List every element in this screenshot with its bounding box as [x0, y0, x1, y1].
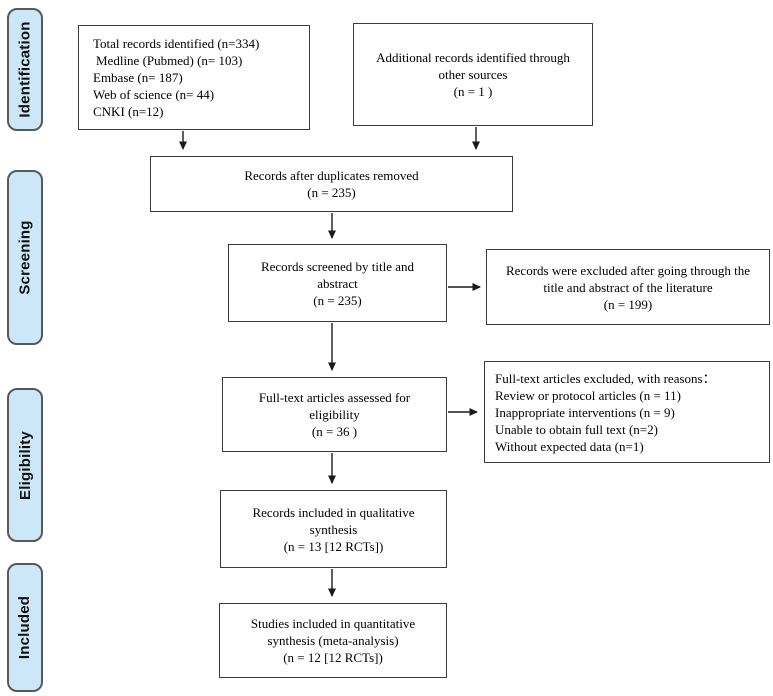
box-line: (n = 12 [12 RCTs]) — [283, 650, 383, 665]
stage-label-screening-text: Screening — [16, 220, 34, 295]
box-line: Inappropriate interventions (n = 9) — [495, 404, 675, 420]
box-line: Without expected data (n=1) — [495, 438, 644, 454]
box-line: Records screened by title and — [260, 258, 415, 274]
box-line: CNKI (n=12) — [93, 104, 164, 119]
box-line: other sources — [438, 67, 508, 82]
box-records-identified: Total records identified (n=334) Medline… — [78, 25, 310, 130]
box-line: Embase (n= 187) — [93, 70, 183, 85]
box-line: Full-text articles assessed for — [258, 390, 411, 405]
box-line: (n = 235) — [313, 292, 362, 308]
box-qualitative-synthesis: Records included in qualitative synthesi… — [220, 490, 447, 568]
box-records-screened: Records screened by title and abstract (… — [228, 244, 447, 322]
box-line: Medline (Pubmed) (n= 103) — [96, 53, 243, 68]
box-excluded-title-abstract: Records were excluded after going throug… — [486, 249, 770, 325]
stage-label-identification-text: Identification — [16, 21, 34, 118]
box-quantitative-synthesis: Studies included in quantitative synthes… — [219, 603, 447, 678]
box-line: abstract — [317, 275, 358, 291]
stage-label-eligibility: Eligibility — [7, 388, 43, 542]
box-additional-records: Additional records identified through ot… — [353, 23, 593, 126]
box-line: Records were excluded after going throug… — [505, 262, 751, 278]
box-line: synthesis — [309, 521, 358, 537]
box-line: eligibility — [309, 407, 360, 422]
box-line: (n = 13 [12 RCTs]) — [283, 538, 384, 554]
box-line: Records included in qualitative — [252, 504, 415, 520]
box-line: (n = 36 ) — [311, 424, 358, 439]
stage-label-included: Included — [7, 563, 43, 692]
box-line: synthesis (meta-analysis) — [267, 633, 399, 648]
box-line: Additional records identified through — [376, 50, 570, 65]
box-line: (n = 235) — [307, 185, 356, 200]
box-fulltext-assessed: Full-text articles assessed for eligibil… — [222, 377, 447, 452]
box-line: Full-text articles excluded, with reason… — [495, 370, 716, 386]
box-line: Unable to obtain full text (n=2) — [495, 421, 658, 437]
box-after-duplicates: Records after duplicates removed (n = 23… — [150, 156, 513, 212]
stage-label-identification: Identification — [7, 8, 43, 131]
box-line: Web of science (n= 44) — [93, 87, 215, 102]
box-line: Total records identified (n=334) — [93, 36, 260, 51]
box-line: (n = 199) — [603, 296, 653, 312]
stage-label-included-text: Included — [16, 595, 34, 660]
box-fulltext-excluded: Full-text articles excluded, with reason… — [484, 361, 770, 463]
box-line: Studies included in quantitative — [250, 616, 416, 631]
box-line: title and abstract of the literature — [543, 279, 713, 295]
box-line: (n = 1 ) — [453, 84, 493, 99]
stage-label-eligibility-text: Eligibility — [16, 430, 34, 500]
stage-label-screening: Screening — [7, 170, 43, 345]
box-line: Review or protocol articles (n = 11) — [495, 387, 681, 403]
box-line: Records after duplicates removed — [244, 168, 419, 183]
